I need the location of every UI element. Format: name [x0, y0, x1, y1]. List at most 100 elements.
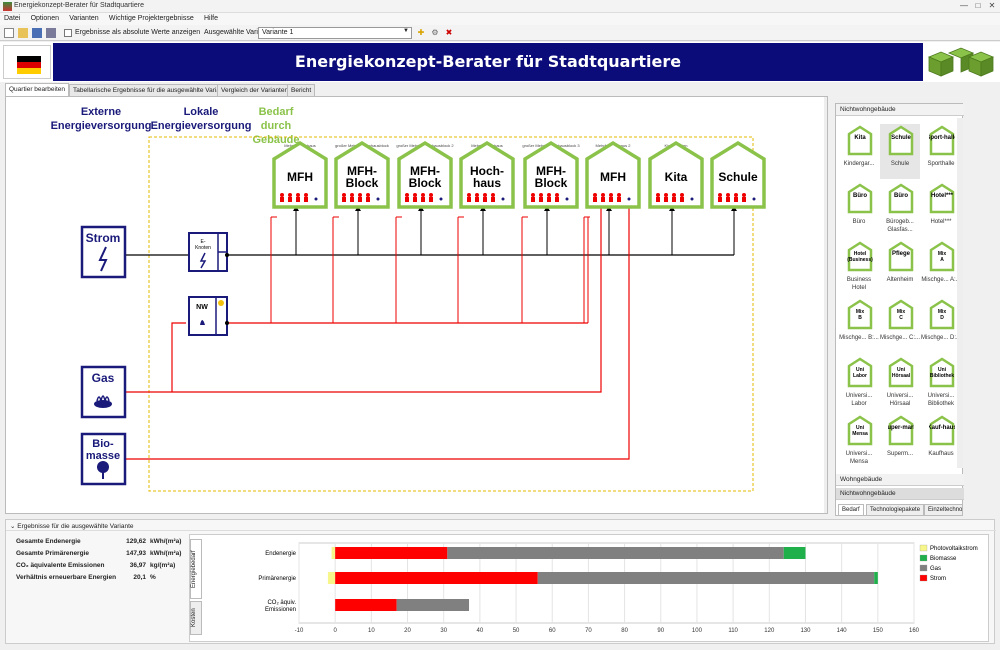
person-icon: [429, 193, 433, 197]
delete-variant-icon[interactable]: ✖: [445, 28, 453, 37]
settings-gear-icon[interactable]: ⚙: [431, 28, 439, 37]
house-icon: Büro: [847, 183, 873, 214]
group-nichtwohngebaeude[interactable]: Nichtwohngebäude: [836, 488, 964, 500]
person-icon: [593, 193, 597, 197]
variant-select-value: Variante 1: [262, 29, 294, 36]
svg-text:Uni: Uni: [938, 367, 947, 373]
menu-datei[interactable]: Datei: [4, 15, 21, 22]
minimize-button[interactable]: —: [960, 1, 968, 10]
house-icon: Pflege: [888, 241, 914, 272]
maximize-button[interactable]: □: [975, 1, 981, 10]
svg-text:Labor: Labor: [853, 373, 867, 379]
palette-item-17[interactable]: Kauf-hausKaufhaus: [921, 414, 961, 469]
gas-flame-icon: [94, 400, 112, 408]
main-tabs: Quartier bearbeiten Tabellarische Ergebn…: [0, 83, 1000, 96]
group-wohngebaeude[interactable]: Wohngebäude: [836, 474, 964, 486]
canvas-scrollbar[interactable]: [824, 97, 827, 513]
palette-item-16[interactable]: Super-marktSuperm...: [880, 414, 920, 469]
collapse-chevron-icon[interactable]: ⌄: [10, 523, 18, 530]
tab-bedarf[interactable]: Bedarf: [838, 504, 864, 516]
palette-scrollbar[interactable]: [957, 118, 963, 468]
person-icon: [664, 193, 668, 197]
open-folder-icon[interactable]: [18, 28, 28, 38]
results-header[interactable]: ⌄ Ergebnisse für die ausgewählte Variant…: [6, 520, 996, 531]
absolute-values-checkbox[interactable]: [64, 29, 72, 37]
person-body: [680, 197, 684, 202]
person-icon: [413, 193, 417, 197]
svg-text:Hotel: Hotel: [854, 251, 867, 257]
gas-line: [125, 207, 602, 393]
lightning-icon: [98, 246, 108, 272]
palette-item-2[interactable]: Sport-halleSporthalle: [921, 124, 961, 179]
x-tick-label-8: 70: [585, 628, 592, 634]
tab-vergleich[interactable]: Vergleich der Varianten: [217, 84, 293, 96]
toolbar: Ergebnisse als absolute Werte anzeigen A…: [0, 25, 1000, 41]
variant-select[interactable]: Variante 1 ▼: [258, 27, 412, 39]
person-body: [304, 197, 308, 202]
x-tick-label-13: 120: [764, 628, 775, 634]
new-file-icon[interactable]: [4, 28, 14, 38]
person-icon: [467, 193, 471, 197]
menu-projektergebnisse[interactable]: Wichtige Projektergebnisse: [108, 15, 194, 22]
x-tick-label-6: 50: [513, 628, 520, 634]
window-title: Energiekonzept-Berater für Stadtquartier…: [14, 2, 144, 9]
person-icon: [280, 193, 284, 197]
energy-flow-diagram[interactable]: ExterneEnergieversorgungLokaleEnergiever…: [6, 97, 827, 513]
svg-text:durch: durch: [261, 120, 292, 132]
print-icon[interactable]: [46, 28, 56, 38]
tab-technologiepakete[interactable]: Technologiepakete: [866, 504, 925, 516]
person-body: [280, 197, 284, 202]
menu-hilfe[interactable]: Hilfe: [203, 15, 218, 22]
vtab-kosten[interactable]: Kosten: [190, 601, 202, 635]
category-label-0: Endenergie: [265, 551, 296, 557]
menu-optionen[interactable]: Optionen: [30, 15, 59, 22]
svg-text:A: A: [940, 257, 944, 263]
house-icon: Schule: [888, 125, 914, 156]
tab-quartier-bearbeiten[interactable]: Quartier bearbeiten: [5, 83, 70, 96]
save-icon[interactable]: [32, 28, 42, 38]
svg-text:Block: Block: [409, 176, 442, 190]
menu-varianten[interactable]: Varianten: [69, 15, 99, 22]
palette-item-5[interactable]: Hotel***Hotel***: [921, 182, 961, 237]
add-variant-icon[interactable]: ✚: [417, 28, 425, 37]
tab-einzeltechnologien[interactable]: Einzeltechnolo...: [924, 504, 963, 516]
svg-text:Bedarf: Bedarf: [259, 106, 294, 118]
person-icon: [342, 193, 346, 197]
building-0: MehrfamilienhausMFH: [272, 140, 328, 209]
bar-0-2: [447, 547, 784, 559]
gas-to-nw-line: [171, 322, 186, 392]
person-body: [467, 197, 471, 202]
person-body: [531, 197, 535, 202]
legend-label-0: Photovoltaikstrom: [930, 546, 978, 552]
svg-text:Block: Block: [535, 176, 568, 190]
close-button[interactable]: ✕: [988, 1, 996, 10]
palette-item-label: Kindergar...: [843, 161, 875, 167]
palette-item-label: Schule: [890, 161, 910, 167]
bar-2-1: [335, 599, 397, 611]
connector-dot-icon: [565, 197, 569, 201]
tab-bericht[interactable]: Bericht: [287, 84, 316, 96]
palette-item-6[interactable]: Hotel(Business)Business Hotel: [839, 240, 879, 295]
vtab-energiebedarf[interactable]: Energiebedarf: [190, 539, 202, 599]
tab-tabellarische-ergebnisse[interactable]: Tabellarische Ergebnisse für die ausgewä…: [69, 84, 233, 96]
svg-text:Pflege: Pflege: [892, 251, 911, 257]
svg-text:Mix: Mix: [938, 251, 947, 257]
